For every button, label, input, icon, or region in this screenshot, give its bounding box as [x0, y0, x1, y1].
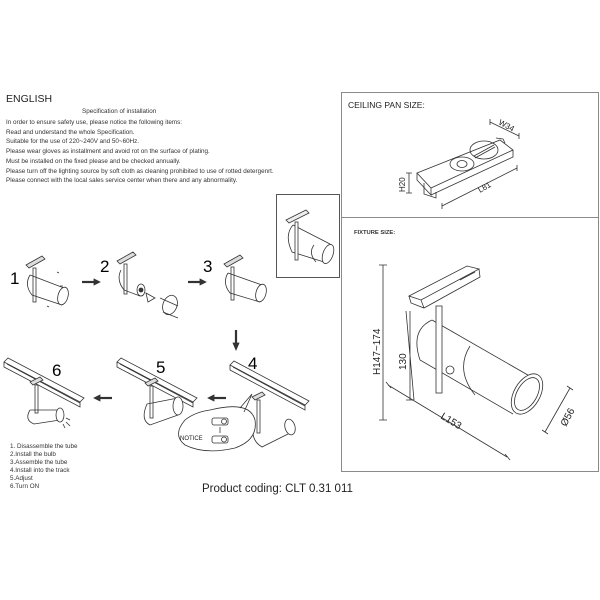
installation-steps-list: 1. Disassemble the tube 2.Install the bu…: [10, 443, 78, 491]
step-number-2: 2: [100, 257, 109, 276]
instruction-line: Please connect with the local sales serv…: [6, 177, 238, 185]
step-number-6: 6: [52, 361, 61, 380]
spec-title: Specification of installation: [82, 108, 157, 115]
step-number-4: 4: [248, 354, 257, 373]
step-item: 3.Assemble the tube: [10, 459, 68, 466]
instruction-line: Read and understand the whole Specificat…: [6, 128, 135, 136]
ceiling-pan-title: CEILING PAN SIZE:: [348, 100, 425, 110]
language-heading: ENGLISH: [6, 93, 53, 105]
step-item: 6.Turn ON: [10, 483, 40, 490]
instruction-line: Must be installed on the fixed please an…: [6, 157, 181, 165]
fixture-stem-label: 130: [398, 353, 409, 370]
fixture-height-label: H147~174: [372, 328, 383, 375]
instruction-line: Suitable for the use of 220~240V and 50~…: [6, 138, 140, 146]
instruction-line: Please wear gloves as installment and av…: [6, 148, 210, 156]
fixture-size-panel: [341, 217, 599, 472]
step-number-5: 5: [156, 358, 165, 377]
step-number-3: 3: [203, 257, 212, 276]
step-item: 1. Disassemble the tube: [10, 443, 78, 450]
instruction-line: In order to ensure safety use, please no…: [6, 119, 183, 126]
step-number-1: 1: [10, 269, 19, 288]
step-item: 5.Adjust: [10, 475, 33, 482]
fixture-size-title: FIXTURE SIZE:: [354, 230, 396, 236]
step-item: 2.Install the bulb: [10, 451, 56, 458]
assembled-fixture-inset: [276, 194, 340, 278]
pan-height-label: H20: [398, 177, 407, 192]
notice-label: NOTICE: [180, 436, 203, 442]
instruction-line: Please turn off the lighting source by s…: [6, 167, 274, 175]
product-coding: Product coding: CLT 0.31 011: [202, 483, 353, 495]
safety-instructions: In order to ensure safety use, please no…: [6, 118, 274, 186]
step-item: 4.Install into the track: [10, 467, 70, 474]
